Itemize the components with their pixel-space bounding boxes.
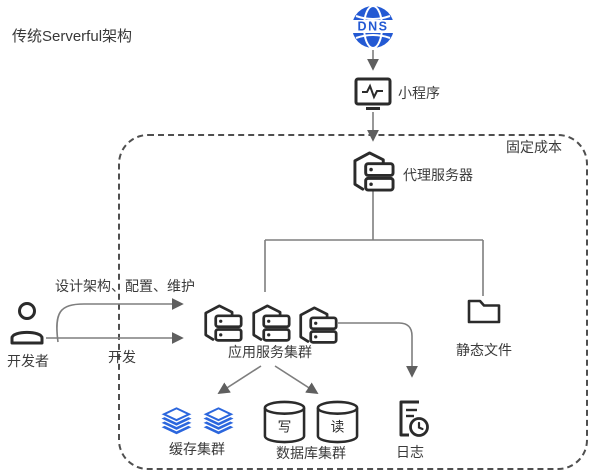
developer-label: 开发者	[7, 353, 49, 369]
develop-label: 开发	[108, 349, 136, 365]
server-house-icon	[252, 304, 291, 342]
fixed-cost-label: 固定成本	[506, 139, 562, 155]
server-house-icon	[353, 151, 395, 192]
globe-dns-icon: DNS	[352, 5, 394, 49]
database-cylinder-icon: 读	[316, 400, 359, 444]
server-house-icon	[204, 304, 243, 342]
proxy-server-label: 代理服务器	[403, 167, 473, 183]
server-house-icon	[299, 306, 338, 344]
logs-label: 日志	[396, 444, 424, 460]
database-cluster-label: 数据库集群	[276, 445, 346, 461]
cache-cluster-label: 缓存集群	[169, 441, 225, 457]
monitor-pulse-icon	[354, 77, 392, 110]
layer-stack-icon	[158, 405, 195, 436]
app-cluster-label: 应用服务集群	[228, 344, 312, 360]
db-write-label: 写	[278, 419, 292, 434]
page-title: 传统Serverful架构	[12, 28, 133, 45]
person-icon	[10, 302, 44, 345]
folder-icon	[467, 299, 501, 324]
layer-stack-icon	[200, 405, 237, 436]
mini-program-label: 小程序	[398, 85, 440, 101]
design-config-maintain-label: 设计架构、配置、维护	[55, 278, 195, 294]
static-files-label: 静态文件	[456, 342, 512, 358]
fixed-cost-boundary	[118, 134, 588, 470]
database-cylinder-icon: 写	[263, 400, 306, 444]
dns-label: DNS	[358, 20, 389, 34]
db-read-label: 读	[331, 419, 345, 434]
document-clock-icon	[399, 400, 429, 437]
